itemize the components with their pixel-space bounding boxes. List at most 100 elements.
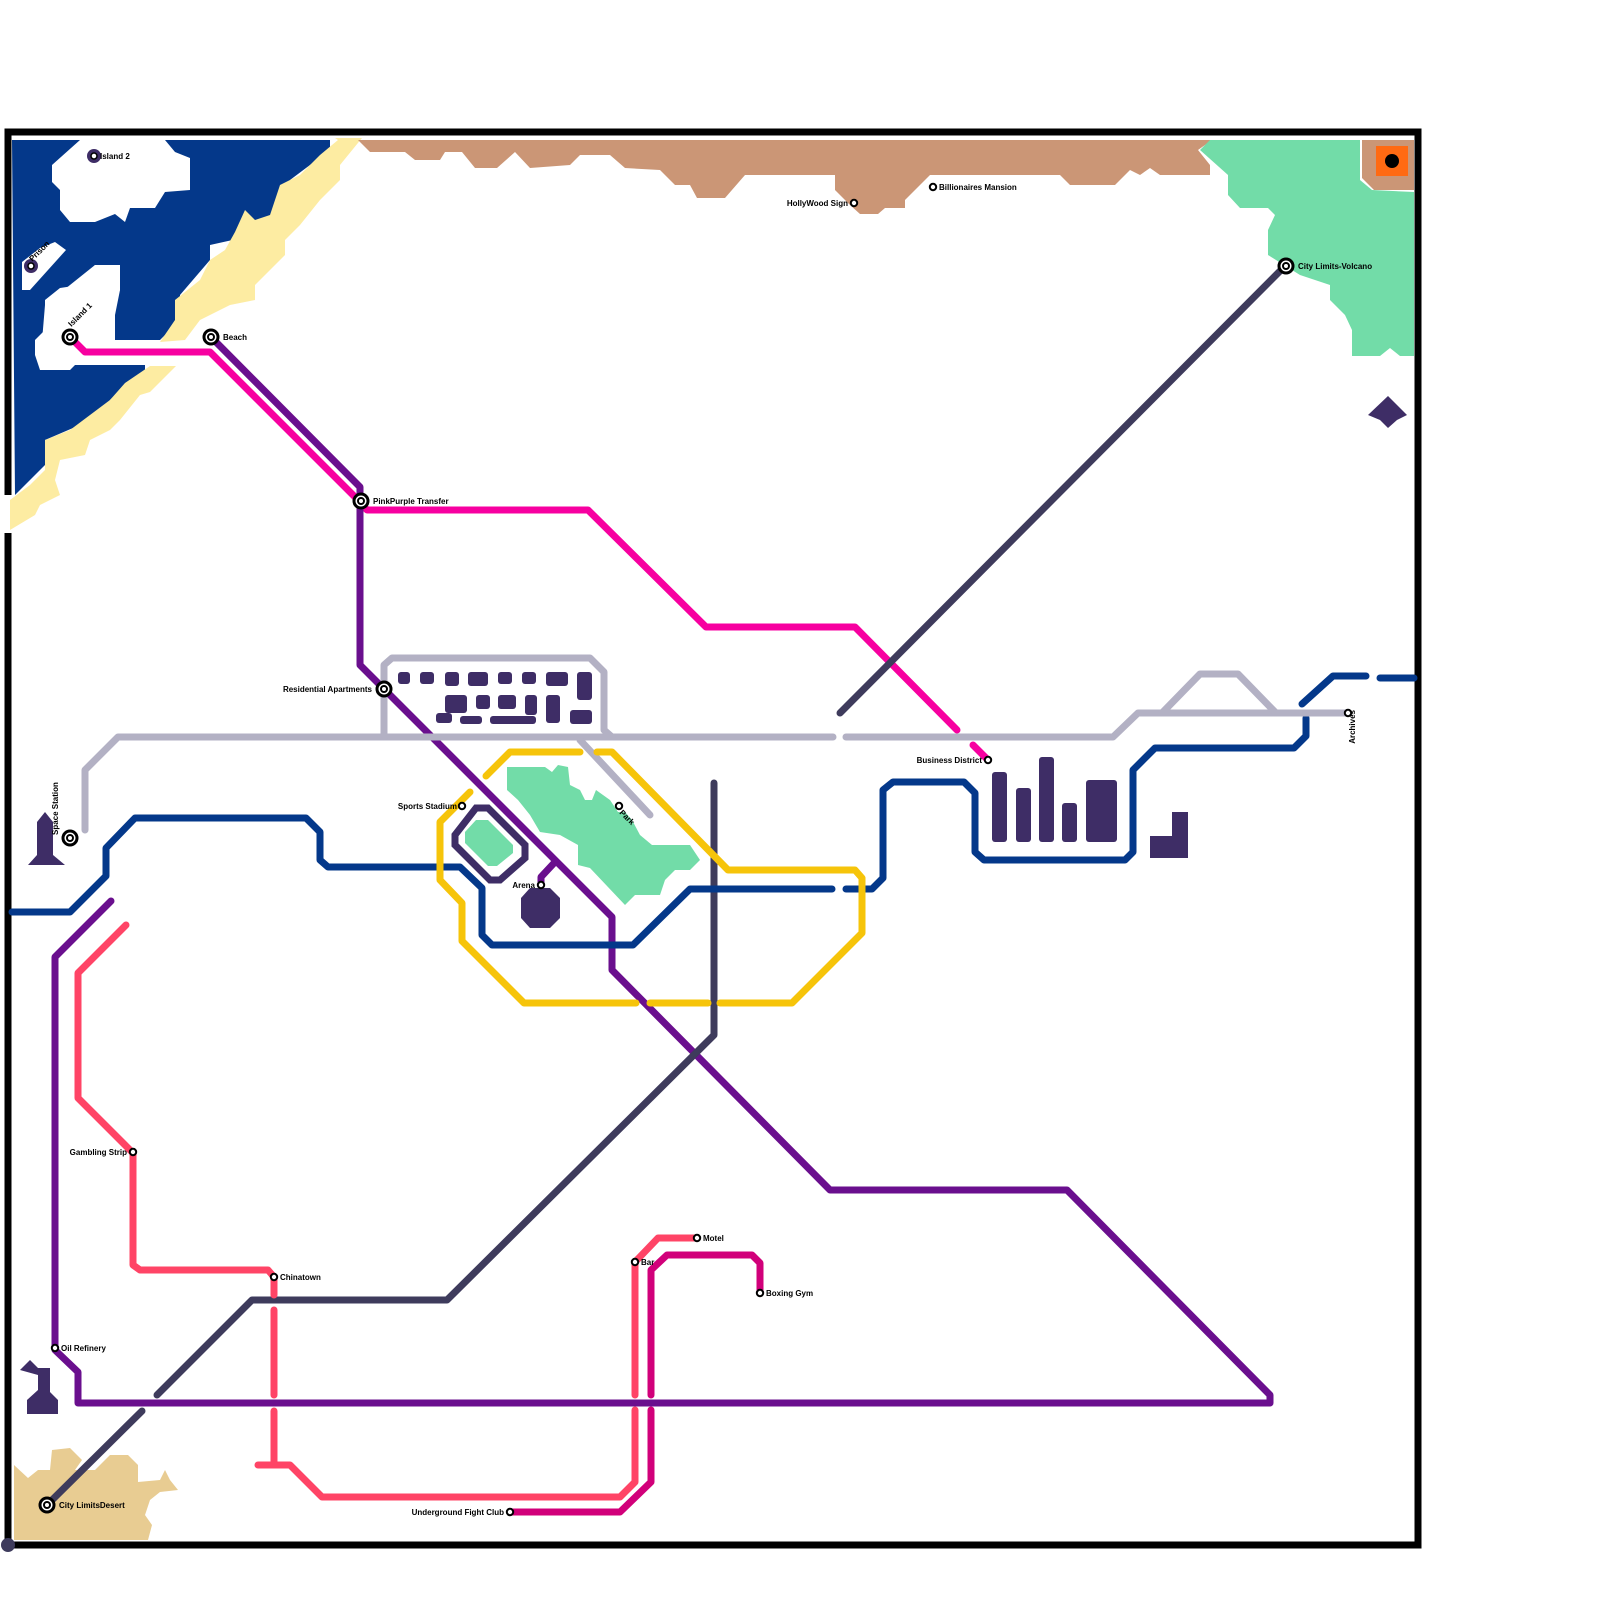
station-marker-icon xyxy=(536,880,546,890)
station-island2[interactable]: Island 2 xyxy=(87,149,130,163)
line-yellow xyxy=(482,748,584,780)
station-label: Island 2 xyxy=(100,152,130,161)
map-border xyxy=(4,128,1422,1549)
station-label: Motel xyxy=(703,1234,724,1243)
station-marker-icon xyxy=(27,262,35,270)
station-label: Oil Refinery xyxy=(61,1344,106,1353)
station-archives[interactable]: Archives xyxy=(1343,708,1357,744)
apartment-block xyxy=(398,672,410,684)
station-oil[interactable]: Oil Refinery xyxy=(50,1343,107,1353)
station-hollywood[interactable]: HollyWood Sign xyxy=(787,198,859,208)
rocket-building xyxy=(28,812,65,865)
station-bar[interactable]: Bar xyxy=(630,1257,655,1267)
station-volcano[interactable]: City Limits-Volcano xyxy=(1277,257,1372,275)
station-label: Bar xyxy=(641,1258,654,1267)
station-marker-icon xyxy=(207,333,215,341)
stadium-field xyxy=(465,820,513,866)
apartment-block xyxy=(546,672,568,686)
apartment-block xyxy=(498,695,516,709)
line-lightgray xyxy=(842,709,1352,741)
refinery-building xyxy=(20,1360,58,1414)
station-gambling[interactable]: Gambling Strip xyxy=(70,1147,138,1157)
station-marker-icon xyxy=(50,1343,60,1353)
beach-sand-lower xyxy=(10,366,176,530)
volcano-crater-icon xyxy=(1385,154,1399,168)
station-marker-icon xyxy=(357,497,365,505)
beach-sand xyxy=(160,138,362,342)
apartment-block xyxy=(577,672,592,700)
station-marker-icon xyxy=(128,1147,138,1157)
station-boxing[interactable]: Boxing Gym xyxy=(755,1288,813,1298)
station-arena[interactable]: Arena xyxy=(512,880,546,890)
apartment-block xyxy=(468,672,488,686)
apartment-block xyxy=(522,672,536,684)
station-chinatown[interactable]: Chinatown xyxy=(269,1272,321,1282)
station-billionaires[interactable]: Billionaires Mansion xyxy=(928,182,1017,192)
hills xyxy=(358,140,1212,214)
station-label: Boxing Gym xyxy=(766,1289,813,1298)
diamond-building xyxy=(1368,396,1407,428)
tower xyxy=(1062,803,1077,842)
desert xyxy=(14,1448,178,1540)
station-label: City LimitsDesert xyxy=(59,1501,125,1510)
line-yellow xyxy=(593,748,866,1007)
apartment-block xyxy=(445,672,459,686)
tower xyxy=(992,772,1007,842)
station-marker-icon xyxy=(1343,708,1353,718)
station-marker-icon xyxy=(755,1288,765,1298)
station-label: Arena xyxy=(512,881,535,890)
station-marker-icon xyxy=(614,801,624,811)
line-lightgray xyxy=(1158,670,1280,717)
line-navy xyxy=(842,714,1310,893)
stadium-ring xyxy=(451,804,529,884)
station-marker-icon xyxy=(692,1233,702,1243)
station-sports[interactable]: Sports Stadium xyxy=(398,801,467,811)
line-coral xyxy=(631,1234,701,1399)
apartment-block xyxy=(570,710,592,724)
station-marker-icon xyxy=(269,1272,279,1282)
station-label: Beach xyxy=(223,333,247,342)
station-pinkpurple[interactable]: PinkPurple Transfer xyxy=(352,492,449,510)
line-lightgray xyxy=(81,733,837,834)
station-label: Residential Apartments xyxy=(283,685,373,694)
station-label: Space Station xyxy=(51,782,60,835)
apartment-block xyxy=(476,695,490,709)
station-motel[interactable]: Motel xyxy=(692,1233,724,1243)
station-marker-icon xyxy=(380,685,388,693)
line-magenta xyxy=(506,1406,655,1516)
station-label: PinkPurple Transfer xyxy=(373,497,449,506)
forest-top-right xyxy=(1200,140,1414,356)
line-coral xyxy=(254,1406,639,1501)
station-marker-icon xyxy=(983,755,993,765)
line-yellow xyxy=(436,788,640,1007)
prison-island xyxy=(22,242,66,290)
station-residential[interactable]: Residential Apartments xyxy=(283,680,393,698)
station-fightclub[interactable]: Underground Fight Club xyxy=(412,1507,515,1517)
station-label: Archives xyxy=(1348,709,1357,743)
buildings xyxy=(20,396,1407,1414)
tower xyxy=(1016,788,1031,842)
apartment-block xyxy=(436,713,452,723)
station-label: City Limits-Volcano xyxy=(1298,262,1372,271)
station-label: Gambling Strip xyxy=(70,1148,127,1157)
station-marker-icon xyxy=(43,1501,51,1509)
station-business[interactable]: Business District xyxy=(917,755,993,765)
line-navy xyxy=(1298,672,1370,708)
apartment-block xyxy=(498,672,512,684)
tower xyxy=(1086,780,1117,842)
line-darkgray xyxy=(43,1407,146,1509)
apartment-block xyxy=(525,695,537,715)
station-marker-icon xyxy=(630,1257,640,1267)
line-navy xyxy=(8,814,836,949)
building xyxy=(1150,812,1188,858)
station-desert[interactable]: City LimitsDesert xyxy=(38,1496,125,1514)
line-purple xyxy=(51,333,1274,1407)
line-magenta xyxy=(647,1251,764,1399)
station-space[interactable]: Space Station xyxy=(51,782,79,847)
line-lightgray xyxy=(380,654,616,741)
transit-lines xyxy=(8,262,1418,1516)
station-beach[interactable]: Beach xyxy=(202,328,247,346)
line-darkgray xyxy=(153,779,718,1399)
